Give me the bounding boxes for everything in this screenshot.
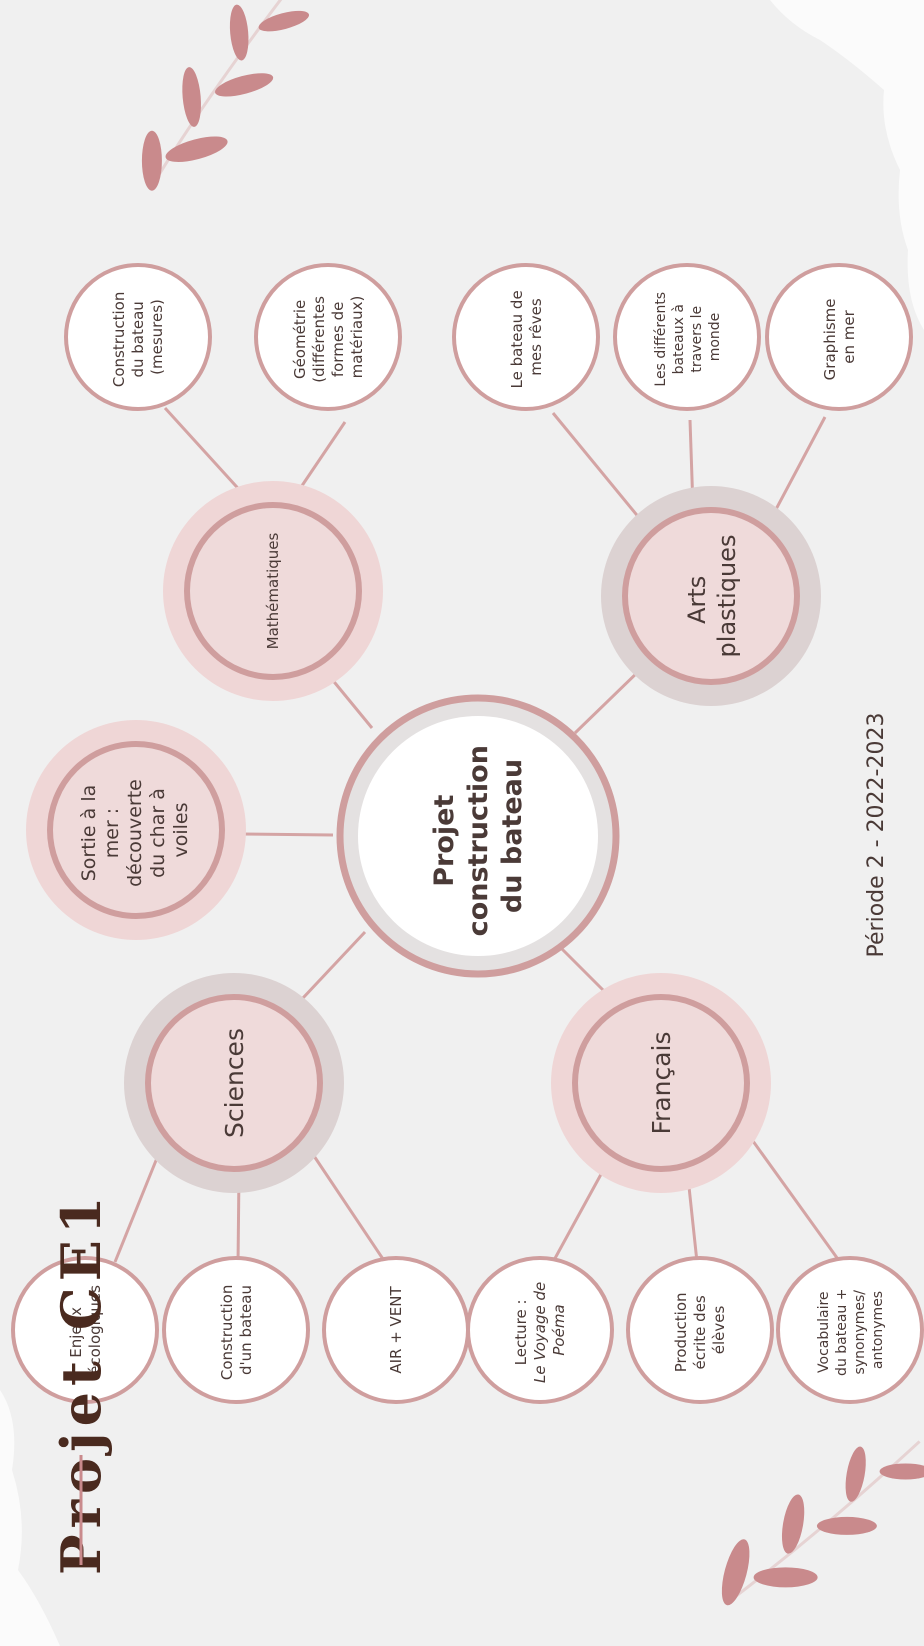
label-sci-leaf-3: AIR + VENT bbox=[387, 1286, 405, 1374]
periode-label: Période 2 - 2022-2023 bbox=[864, 713, 889, 958]
connector-sciences-leaf3 bbox=[308, 1149, 387, 1263]
svg-text:Période 2 - 2022-2023: Période 2 - 2022-2023 bbox=[864, 713, 889, 958]
svg-text:Production écrite des: Production écrite des élèves bbox=[672, 1288, 728, 1373]
torn-paper-top-right bbox=[770, 0, 924, 330]
label-mathematiques: Mathématiques bbox=[264, 532, 282, 649]
node-sortie bbox=[47, 741, 225, 919]
svg-text:Français: Français bbox=[647, 1031, 676, 1134]
leaf-fr-1 bbox=[466, 1256, 614, 1404]
leaf-math-2 bbox=[254, 263, 402, 411]
node-francais bbox=[572, 994, 750, 1172]
svg-text:AIR + VENT: AIR + VENT bbox=[387, 1286, 405, 1374]
svg-text:Graphisme en mer: Graphisme en mer bbox=[821, 294, 858, 381]
label-arts: Arts plastiques bbox=[683, 535, 741, 658]
node-sciences bbox=[145, 994, 323, 1172]
label-sci-leaf-2: Construction d'un bateau bbox=[218, 1280, 255, 1381]
label-arts-leaf-1: Le bateau de mes rêves bbox=[508, 286, 545, 389]
node-mathematiques bbox=[184, 502, 362, 680]
leaf-branch-top-decoration bbox=[141, 0, 310, 191]
svg-text:Sortie à la mer :: Sortie à la mer : découverte du char à v… bbox=[78, 773, 192, 887]
svg-text:Arts plastiques: Arts plastiques bbox=[683, 535, 741, 658]
label-francais: Français bbox=[647, 1031, 676, 1134]
leaf-arts-2 bbox=[613, 263, 761, 411]
svg-text:Les différents bateaux à: Les différents bateaux à travers le mond… bbox=[653, 287, 723, 386]
svg-text:Sciences: Sciences bbox=[220, 1028, 249, 1138]
svg-text:Lecture : Le Voyage de: Lecture : Le Voyage de Poéma bbox=[512, 1277, 568, 1383]
leaf-math-1 bbox=[64, 263, 212, 411]
label-sci-leaf-1: Enjeux écologiques bbox=[67, 1285, 104, 1375]
center-node bbox=[358, 716, 598, 956]
svg-text:Mathématiques: Mathématiques bbox=[264, 532, 282, 649]
leaf-fr-2 bbox=[626, 1256, 774, 1404]
label-arts-leaf-2: Les différents bateaux à travers le mond… bbox=[653, 287, 723, 387]
connector-francais-leaf1 bbox=[551, 1166, 607, 1263]
connector-arts-leaf1 bbox=[551, 412, 647, 526]
connector-francais-leaf3 bbox=[743, 1129, 842, 1263]
label-math-leaf-2: Géométrie (différentes formes de matéria… bbox=[291, 291, 366, 383]
leaf-arts-1 bbox=[452, 263, 600, 411]
svg-text:Géométrie (différentes: Géométrie (différentes formes de matéria… bbox=[291, 291, 366, 382]
label-fr-leaf-2: Production écrite des élèves bbox=[672, 1288, 728, 1373]
label-sortie: Sortie à la mer : découverte du char à v… bbox=[78, 773, 192, 887]
label-arts-leaf-3: Graphisme en mer bbox=[821, 294, 858, 381]
torn-paper-bottom-left bbox=[0, 1390, 60, 1646]
svg-text:Vocabulaire du bateau +: Vocabulaire du bateau + synonymes/ anton… bbox=[816, 1284, 886, 1376]
svg-text:Projet construction: Projet construction du bateau bbox=[429, 736, 528, 937]
connector-center-sortie bbox=[239, 832, 334, 837]
leaf-fr-3 bbox=[776, 1256, 924, 1404]
leaf-sci-2 bbox=[162, 1256, 310, 1404]
connector-sciences-leaf1 bbox=[113, 1157, 159, 1263]
svg-text:Le bateau de mes rêves: Le bateau de mes rêves bbox=[508, 286, 545, 389]
label-fr-leaf-1: Lecture : Le Voyage de Poéma bbox=[512, 1277, 568, 1383]
leaf-sci-1 bbox=[11, 1256, 159, 1404]
connector-center-arts bbox=[573, 666, 644, 735]
label-math-leaf-1: Construction du bateau (mesures) bbox=[110, 287, 166, 388]
svg-text:Construction du bateau: Construction du bateau (mesures) bbox=[110, 287, 166, 387]
node-arts bbox=[622, 507, 800, 685]
svg-text:Construction d'un bateau: Construction d'un bateau bbox=[218, 1280, 255, 1380]
label-fr-leaf-3: Vocabulaire du bateau + synonymes/ anton… bbox=[816, 1284, 886, 1376]
leaf-branch-bottom-decoration bbox=[721, 1440, 924, 1606]
label-sciences: Sciences bbox=[220, 1028, 249, 1138]
svg-text:Enjeux écologiques: Enjeux écologiques bbox=[67, 1285, 104, 1375]
leaf-arts-3 bbox=[765, 263, 913, 411]
center-label: Projet construction du bateau bbox=[429, 736, 528, 937]
